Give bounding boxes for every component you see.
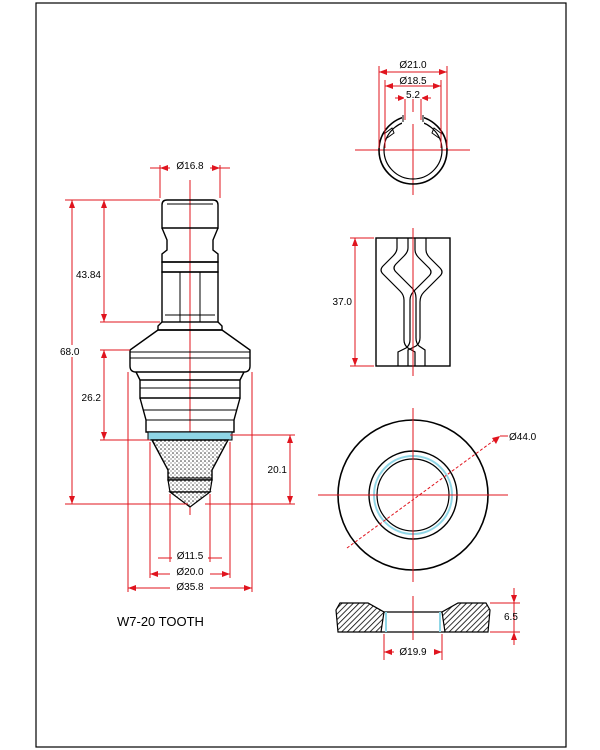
dim-sleeve-length: 37.0 — [333, 297, 353, 308]
tooth-drawing: Ø16.8 43.84 68.0 26.2 20.1 Ø11.5 Ø20.0 Ø… — [58, 159, 295, 593]
dim-body-dia: Ø35.8 — [176, 582, 204, 593]
dim-washer-inner-dia: Ø19.9 — [399, 647, 427, 658]
dim-tip-length: 20.1 — [268, 465, 288, 476]
dim-washer-thickness: 6.5 — [504, 612, 518, 623]
drawing-title: W7-20 TOOTH — [117, 614, 204, 629]
dim-carbide-dia: Ø20.0 — [176, 567, 204, 578]
washer-top-drawing: Ø44.0 — [318, 408, 537, 582]
dim-tip-dia: Ø11.5 — [177, 551, 204, 562]
dim-shank-dia: Ø16.8 — [176, 161, 204, 172]
dim-clip-inner-dia: Ø18.5 — [399, 76, 427, 87]
dim-washer-outer-dia: Ø44.0 — [509, 432, 537, 443]
page-border — [35, 2, 567, 748]
washer-section-drawing: 6.5 Ø19.9 — [335, 588, 520, 660]
clip-drawing: Ø21.0 Ø18.5 5.2 — [355, 58, 470, 195]
dim-total-length: 68.0 — [60, 347, 80, 358]
dim-shank-length: 43.84 — [76, 270, 101, 281]
dim-body-length: 26.2 — [82, 393, 102, 404]
dim-clip-outer-dia: Ø21.0 — [399, 60, 427, 71]
dim-clip-gap: 5.2 — [406, 90, 420, 101]
sleeve-drawing: 37.0 — [333, 228, 451, 376]
